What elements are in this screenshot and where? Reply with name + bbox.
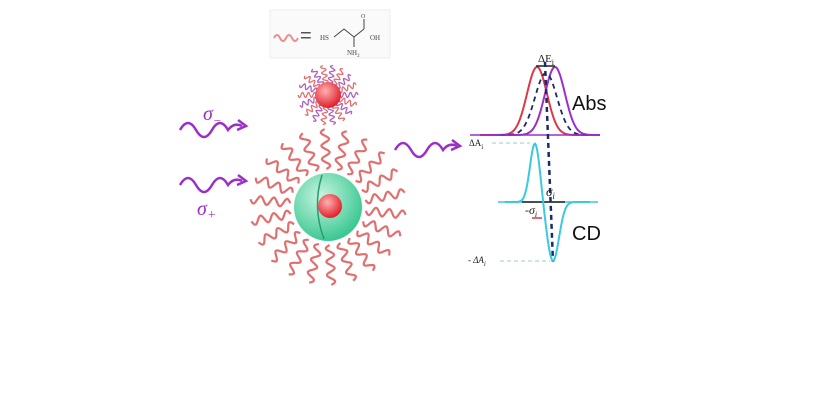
ligand-strand bbox=[265, 158, 300, 184]
sigma-minus-label: σ− bbox=[203, 103, 222, 128]
ligand-strand bbox=[254, 176, 294, 194]
ligand-strand bbox=[327, 106, 337, 126]
ligand-legend: = HS O OH NH2 bbox=[269, 9, 391, 59]
ligand-strand bbox=[319, 64, 329, 84]
cd-curve bbox=[505, 142, 590, 263]
legend-box bbox=[269, 9, 391, 59]
wave-icon bbox=[178, 121, 243, 139]
minus-sigma-i-label: -σi bbox=[525, 203, 537, 219]
ligand-strand bbox=[361, 168, 399, 194]
hs-label: HS bbox=[320, 34, 329, 42]
sigma-plus-wave: σ+ bbox=[178, 174, 249, 223]
sigma-i-label: σi bbox=[546, 184, 555, 201]
ligand-strand bbox=[249, 194, 292, 208]
ligand-strand bbox=[331, 104, 346, 122]
ligand-strand bbox=[335, 102, 353, 115]
ligand-strand bbox=[299, 96, 318, 108]
oh-label: OH bbox=[370, 34, 380, 42]
gold-core bbox=[318, 194, 342, 218]
ligand-strand bbox=[336, 74, 352, 89]
arrow-head-icon bbox=[450, 139, 463, 152]
ligand-strand bbox=[304, 101, 320, 116]
ligand-strand bbox=[338, 82, 357, 94]
equals-sign: = bbox=[300, 25, 312, 47]
cysteine-bonds bbox=[333, 19, 365, 47]
o-label: O bbox=[361, 14, 366, 20]
ligand-strand bbox=[364, 206, 407, 220]
ligand-strand bbox=[298, 132, 320, 172]
ligand-strand bbox=[333, 68, 344, 86]
ligand-strand bbox=[250, 209, 292, 226]
ligand-strand bbox=[257, 220, 295, 246]
ligand-strand bbox=[356, 230, 391, 256]
spectra-graph: ΔEi Abs ΔAi σi -σi CD - ΔAi bbox=[468, 53, 606, 268]
ligand-strand bbox=[288, 238, 309, 276]
ligand-strand bbox=[347, 237, 376, 272]
ligand-strand bbox=[320, 106, 329, 126]
bare-nanoparticle bbox=[297, 64, 359, 126]
abs-label: Abs bbox=[572, 93, 606, 115]
cd-label: CD bbox=[572, 223, 601, 245]
ligand-strand bbox=[347, 138, 368, 176]
nh2-label: NH2 bbox=[347, 49, 360, 59]
ligand-strand bbox=[303, 75, 321, 88]
minus-delta-a-label: - ΔAi bbox=[468, 255, 486, 268]
arrow-head-icon bbox=[236, 174, 249, 187]
ligand-strand bbox=[355, 151, 386, 184]
wave-icon bbox=[393, 141, 458, 159]
ligand-strand bbox=[319, 128, 332, 170]
ligand-strand bbox=[339, 91, 359, 99]
ligand-strand bbox=[312, 104, 323, 122]
ligand-strand bbox=[327, 64, 336, 84]
ligand-strand bbox=[306, 242, 322, 284]
ligand-strand bbox=[334, 130, 350, 172]
ligand-strand bbox=[270, 230, 301, 263]
center-dashed-line bbox=[543, 61, 555, 263]
ligand-strand bbox=[299, 83, 318, 93]
ligand-strand bbox=[362, 220, 402, 238]
gold-core bbox=[315, 82, 341, 108]
chiral-shell-nanoparticle bbox=[249, 128, 407, 286]
ligand-strand bbox=[336, 242, 358, 282]
sigma-minus-wave: σ− bbox=[178, 103, 249, 139]
ligand-squiggle-icon bbox=[273, 34, 299, 42]
ligand-strand bbox=[280, 142, 309, 177]
wave-icon bbox=[178, 176, 243, 194]
ligand-strand bbox=[310, 68, 325, 86]
ligand-strand bbox=[297, 91, 317, 99]
arrow-head-icon bbox=[236, 119, 249, 132]
ligand-strand bbox=[324, 244, 337, 286]
delta-a-label: ΔAi bbox=[469, 138, 483, 151]
sigma-plus-label: σ+ bbox=[197, 198, 216, 223]
ligand-strand bbox=[364, 188, 406, 205]
ligand-strand bbox=[338, 97, 357, 107]
output-wave bbox=[393, 139, 463, 159]
delta-e-label: ΔEi bbox=[538, 53, 555, 67]
shell-seam bbox=[316, 174, 325, 240]
